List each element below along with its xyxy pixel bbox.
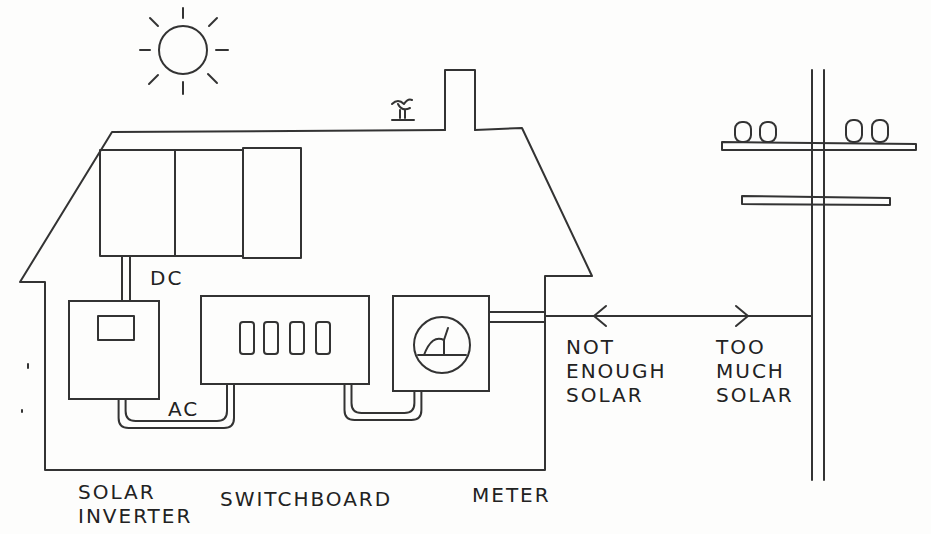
pencil-marks xyxy=(22,364,28,412)
meter: METER xyxy=(392,295,490,392)
cable-line xyxy=(352,385,415,413)
switchboard: SWITCHBOARD xyxy=(200,295,370,385)
part-name: SOLAR INVERTER xyxy=(78,480,198,528)
power-pole xyxy=(812,70,824,480)
sun xyxy=(159,26,207,74)
solar-panels xyxy=(100,148,301,258)
bird xyxy=(392,100,414,121)
cable-label: AC xyxy=(166,398,201,420)
dc-cable xyxy=(122,256,130,300)
circuit-breakers xyxy=(240,322,330,354)
dc-label: DC xyxy=(150,266,210,290)
arrowhead xyxy=(736,306,748,326)
house-outline xyxy=(20,128,592,470)
flow-note: NOT ENOUGH SOLAR xyxy=(566,335,676,407)
cable-line xyxy=(126,385,227,421)
grid-cable xyxy=(545,315,812,317)
arrowhead xyxy=(594,306,606,326)
service-pipe xyxy=(490,312,545,322)
part-name: METER xyxy=(472,483,572,507)
meter-dial xyxy=(414,317,470,373)
solar-inverter: SOLAR INVERTER xyxy=(68,300,160,400)
part-name: SWITCHBOARD xyxy=(220,487,480,511)
cable-line xyxy=(119,385,234,428)
crossarm xyxy=(742,196,890,205)
insulators xyxy=(735,120,888,142)
inverter-display xyxy=(98,316,134,340)
crossarm xyxy=(722,142,916,150)
sun-rays xyxy=(140,8,228,94)
chimney xyxy=(445,70,475,130)
flow-note: TOO MUCH SOLAR xyxy=(716,335,816,407)
cable xyxy=(119,385,234,428)
